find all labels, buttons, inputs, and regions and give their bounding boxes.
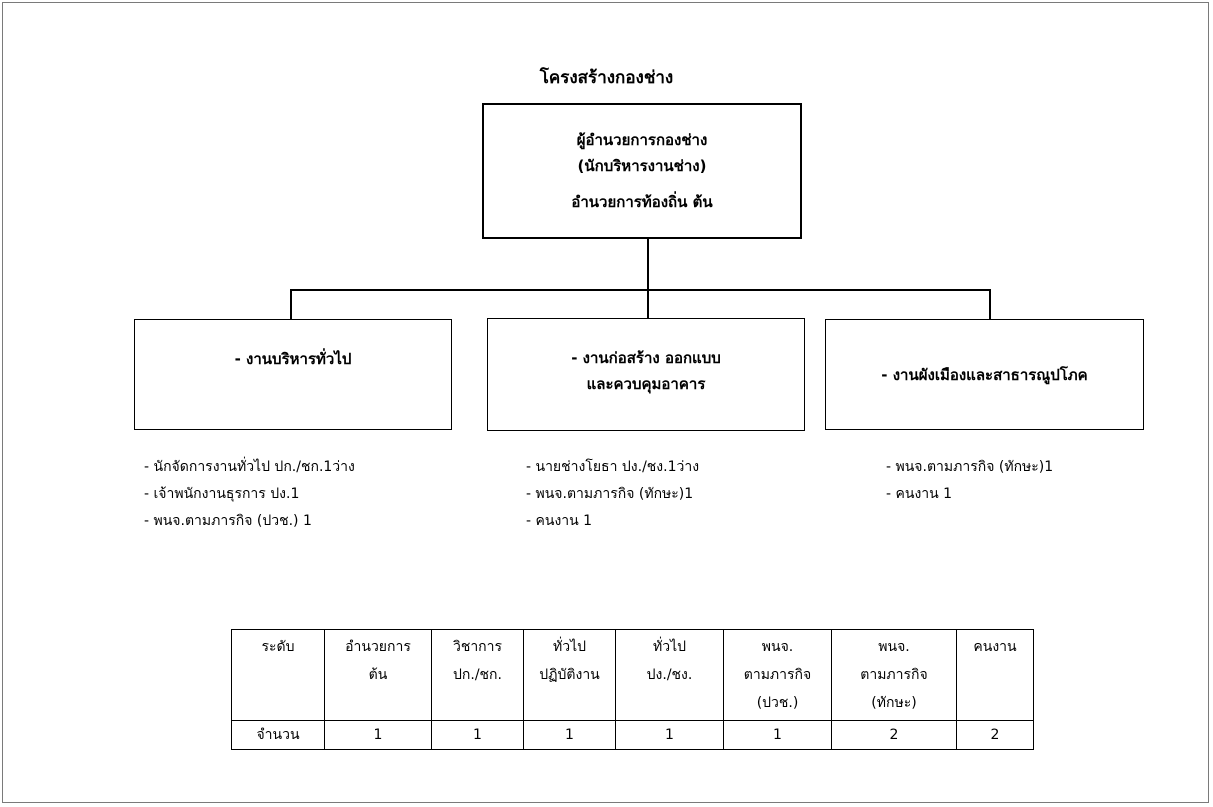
head-box-line1: ผู้อำนวยการกองช่าง	[576, 131, 708, 149]
chart-title: โครงสร้างกองช่าง	[539, 68, 674, 88]
connector-left-drop	[290, 289, 292, 319]
unit-box-general-admin: - งานบริหารทั่วไป	[134, 319, 452, 430]
table-cell: 1	[723, 720, 832, 750]
table-cell: 1	[324, 720, 432, 750]
staff-list-city-planning: - พนจ.ตามภารกิจ (ทักษะ)1 - คนงาน 1	[886, 454, 1053, 508]
table-header-row: ระดับ อำนวยการ ต้น วิชาการ ปก./ชก. ทั่วไ…	[231, 629, 1034, 721]
connector-vertical-main	[647, 239, 649, 291]
connector-center-drop	[647, 289, 649, 319]
staff-item: - พนจ.ตามภารกิจ (ปวช.) 1	[144, 513, 312, 529]
table-row-label: จำนวน	[231, 720, 325, 750]
table-header-cell: พนจ. ตามภารกิจ (ทักษะ)	[831, 629, 957, 721]
staffing-table: ระดับ อำนวยการ ต้น วิชาการ ปก./ชก. ทั่วไ…	[231, 629, 1034, 750]
table-header-cell: พนจ. ตามภารกิจ (ปวช.)	[723, 629, 832, 721]
table-cell: 2	[831, 720, 957, 750]
table-header-cell: วิชาการ ปก./ชก.	[431, 629, 524, 721]
table-header-cell: อำนวยการ ต้น	[324, 629, 432, 721]
table-cell: 1	[431, 720, 524, 750]
staff-item: - พนจ.ตามภารกิจ (ทักษะ)1	[526, 486, 694, 502]
connector-horizontal	[290, 289, 991, 291]
unit-label: - งานผังเมืองและสาธารณูปโภค	[881, 365, 1088, 384]
staff-item: - นักจัดการงานทั่วไป ปก./ชก.1ว่าง	[144, 459, 355, 475]
unit-label: - งานบริหารทั่วไป	[234, 350, 352, 368]
staff-item: - คนงาน 1	[526, 513, 593, 529]
staff-item: - พนจ.ตามภารกิจ (ทักษะ)1	[886, 459, 1054, 475]
table-header-cell: ระดับ	[231, 629, 325, 721]
head-box-line2: (นักบริหารงานช่าง)	[577, 157, 707, 175]
staff-list-general-admin: - นักจัดการงานทั่วไป ปก./ชก.1ว่าง - เจ้า…	[144, 454, 355, 535]
staff-list-construction: - นายช่างโยธา ปง./ชง.1ว่าง - พนจ.ตามภารก…	[526, 454, 699, 535]
table-cell: 2	[956, 720, 1034, 750]
table-cell: 1	[523, 720, 616, 750]
table-header-cell: ทั่วไป ปฏิบัติงาน	[523, 629, 616, 721]
table-header-cell: ทั่วไป ปง./ชง.	[615, 629, 724, 721]
unit-box-construction: - งานก่อสร้าง ออกแบบ และควบคุมอาคาร	[487, 318, 805, 431]
unit-label-line1: - งานก่อสร้าง ออกแบบ	[571, 349, 721, 367]
table-cell: 1	[615, 720, 724, 750]
table-header-cell: คนงาน	[956, 629, 1034, 721]
table-row: จำนวน 1 1 1 1 1 2 2	[231, 720, 1034, 750]
staff-item: - นายช่างโยธา ปง./ชง.1ว่าง	[526, 459, 700, 475]
head-box: ผู้อำนวยการกองช่าง (นักบริหารงานช่าง) อำ…	[482, 103, 802, 239]
connector-right-drop	[989, 289, 991, 319]
staff-item: - เจ้าพนักงานธุรการ ปง.1	[144, 486, 300, 502]
head-box-line3: อำนวยการท้องถิ่น ต้น	[571, 193, 713, 211]
unit-label-line2: และควบคุมอาคาร	[586, 375, 706, 393]
unit-box-city-planning: - งานผังเมืองและสาธารณูปโภค	[825, 319, 1144, 430]
staff-item: - คนงาน 1	[886, 486, 953, 502]
